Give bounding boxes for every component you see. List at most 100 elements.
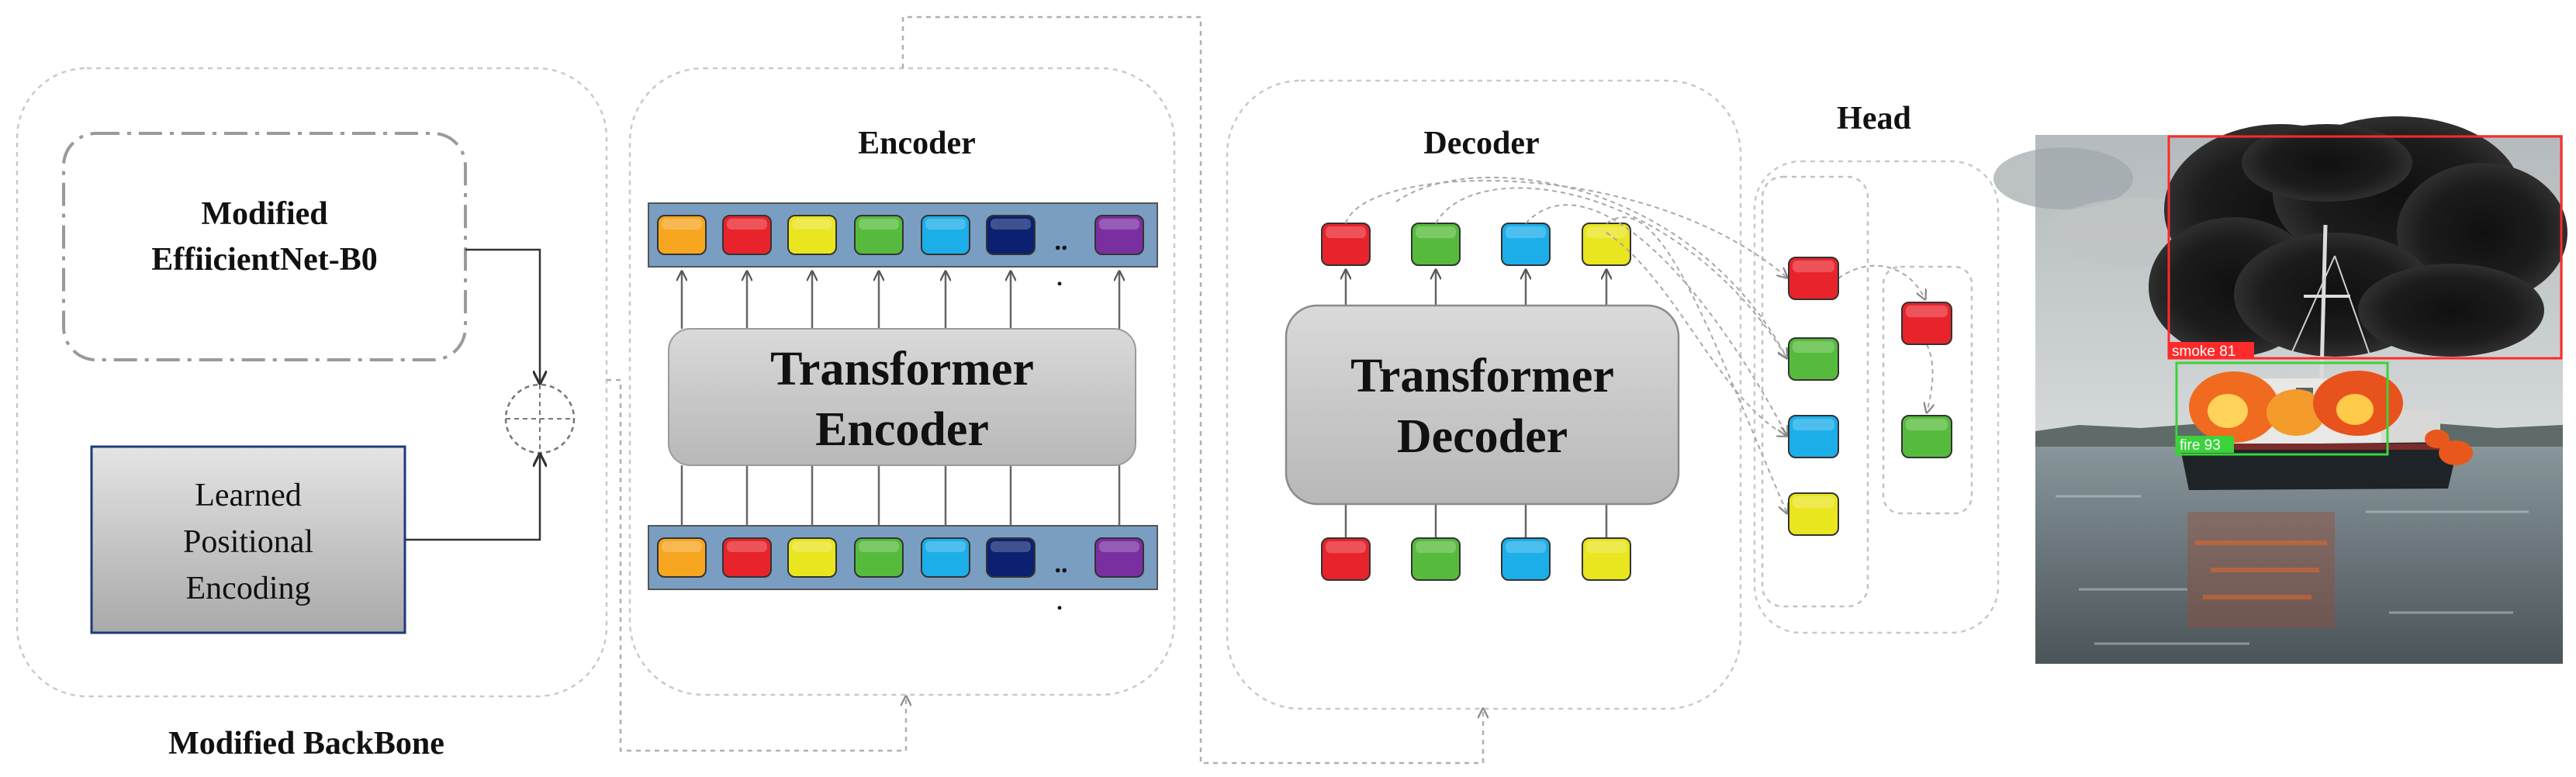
- encoder-output-token-navy-highlight: [991, 219, 1031, 230]
- backbone-container: [16, 67, 608, 698]
- positional-encoding-label-line2: Positional: [183, 524, 313, 560]
- head-output-token-red: [1901, 302, 1952, 345]
- decoder-query-token-yellow-highlight: [1586, 541, 1627, 554]
- encoder-input-token-purple: [1094, 537, 1144, 578]
- decoder-query-token-cyan-highlight: [1506, 541, 1546, 554]
- decoder-query-token-yellow: [1582, 537, 1631, 581]
- encoder-output-token-red: [722, 215, 772, 255]
- encoder-output-token-cyan: [921, 215, 970, 255]
- encoder-input-token-orange-highlight: [662, 541, 702, 552]
- decoder-query-token-red-highlight: [1326, 541, 1366, 554]
- decoder-head-curve-arrow: [1606, 216, 1787, 513]
- transformer-encoder-label-line1: Transformer: [770, 343, 1034, 395]
- decoder-output-token-red-highlight: [1326, 226, 1366, 239]
- decoder-output-tokens: [1321, 223, 1631, 266]
- encoder-output-token-orange-highlight: [662, 219, 702, 230]
- decoder-output-token-green-highlight: [1416, 226, 1456, 239]
- encoder-output-tokens: [657, 215, 1144, 255]
- smoke-bounding-box: [2167, 135, 2563, 360]
- transformer-encoder-block: [668, 328, 1136, 466]
- encoder-input-tokens: [657, 537, 1144, 578]
- encoder-input-token-green-highlight: [859, 541, 899, 552]
- transformer-decoder-label-line1: Transformer: [1350, 350, 1614, 402]
- head-token-cyan: [1788, 415, 1839, 458]
- encoder-output-token-purple-highlight: [1099, 219, 1139, 230]
- decoder-output-token-yellow-highlight: [1586, 226, 1627, 239]
- encoder-output-token-orange: [657, 215, 707, 255]
- decoder-flow-arrows: [1346, 270, 1606, 538]
- encoder-input-token-purple-highlight: [1099, 541, 1139, 552]
- encoder-input-token-red: [722, 537, 772, 578]
- decoder-to-head-arrows: [1345, 176, 1933, 513]
- transformer-decoder-block: [1285, 304, 1680, 506]
- efficientnet-box: [62, 132, 467, 361]
- decoder-head-curve-arrow: [1345, 180, 1787, 278]
- detection-result-image: smoke 81 fire 93: [1993, 116, 2567, 664]
- encoder-output-token-navy: [986, 215, 1036, 255]
- encoder-output-token-cyan-highlight: [925, 219, 966, 230]
- decoder-head-curve-arrow: [1395, 176, 1787, 358]
- decoder-query-token-red: [1321, 537, 1371, 581]
- smoke-detection-label: smoke 81: [2172, 344, 2235, 360]
- head-title: Head: [1837, 101, 1911, 136]
- encoder-input-token-orange: [657, 537, 707, 578]
- head-token-cyan-highlight: [1793, 419, 1834, 431]
- decoder-output-token-cyan-highlight: [1506, 226, 1546, 239]
- encoder-input-token-yellow-highlight: [792, 541, 832, 552]
- transformer-encoder-label-line2: Encoder: [815, 403, 989, 456]
- head-token-red: [1788, 257, 1839, 300]
- transformer-decoder-label-line2: Decoder: [1397, 410, 1568, 463]
- efficientnet-label-line1: Modified: [201, 196, 327, 232]
- head-tokens: [1788, 257, 1839, 536]
- head-output-token-green: [1901, 415, 1952, 458]
- head-output-token-green-highlight: [1906, 419, 1948, 431]
- encoder-input-token-navy: [986, 537, 1036, 578]
- encoder-output-token-purple: [1094, 215, 1144, 255]
- fire-detection-label: fire 93: [2180, 437, 2221, 454]
- encoder-output-ellipsis-dot: .: [1056, 265, 1063, 291]
- decoder-title: Decoder: [1423, 126, 1539, 161]
- decoder-query-tokens: [1321, 537, 1631, 581]
- encoder-output-token-green-highlight: [859, 219, 899, 230]
- positional-encoding-label-line3: Encoding: [186, 571, 311, 606]
- head-token-yellow: [1788, 492, 1839, 536]
- decoder-container: [1226, 79, 1742, 710]
- head-prediction-group: [1761, 175, 1869, 608]
- encoder-output-ellipsis: ..: [1055, 227, 1068, 256]
- decoder-head-curve-arrow: [1435, 187, 1787, 358]
- add-operator-icon: [504, 383, 576, 454]
- encoder-input-token-cyan-highlight: [925, 541, 966, 552]
- head-container: [1753, 160, 2000, 634]
- decoder-query-token-cyan: [1501, 537, 1551, 581]
- encoder-input-ellipsis-dot: .: [1056, 589, 1063, 615]
- encoder-flow-arrows: [682, 271, 1119, 526]
- head-output-tokens: [1901, 302, 1952, 458]
- positional-encoding-arrow: [405, 454, 540, 541]
- encoder-input-ellipsis: ..: [1055, 550, 1068, 578]
- head-class-group: [1882, 265, 1973, 515]
- head-token-green: [1788, 337, 1839, 381]
- encoder-output-token-red-highlight: [727, 219, 767, 230]
- encoder-output-token-yellow: [787, 215, 837, 255]
- decoder-query-token-green-highlight: [1416, 541, 1456, 554]
- positional-encoding-label-line1: Learned: [195, 478, 302, 513]
- encoder-input-token-yellow: [787, 537, 837, 578]
- decoder-query-token-green: [1411, 537, 1461, 581]
- backbone-feature-arrow: [465, 248, 540, 383]
- encoder-output-token-green: [854, 215, 904, 255]
- fire-bounding-box: [2175, 361, 2389, 456]
- backbone-to-encoder-connector: [607, 378, 906, 752]
- decoder-head-curve-arrow: [1838, 264, 1925, 299]
- head-token-red-highlight: [1793, 261, 1834, 273]
- positional-encoding-box: [90, 445, 406, 634]
- encoder-input-token-red-highlight: [727, 541, 767, 552]
- decoder-head-curve-arrow: [1606, 232, 1787, 436]
- encoder-input-token-green: [854, 537, 904, 578]
- efficientnet-label-line2: EffiicientNet-B0: [151, 242, 378, 278]
- head-output-token-red-highlight: [1906, 306, 1948, 318]
- decoder-head-curve-arrow: [1525, 204, 1787, 436]
- backbone-caption: Modified BackBone: [168, 726, 444, 761]
- encoder-output-token-yellow-highlight: [792, 219, 832, 230]
- encoder-title: Encoder: [858, 126, 976, 161]
